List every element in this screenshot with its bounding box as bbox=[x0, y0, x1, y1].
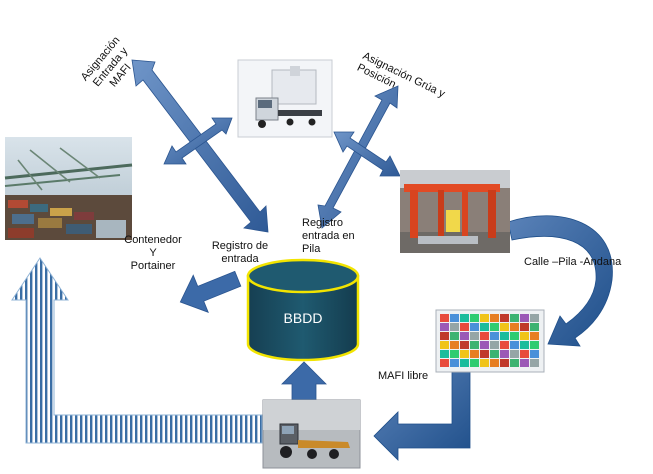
container-cell bbox=[440, 350, 449, 358]
container-cell bbox=[440, 323, 449, 331]
curved-arrow-calle bbox=[507, 215, 613, 347]
container-cell bbox=[460, 350, 469, 358]
container-cell bbox=[530, 314, 539, 322]
container-cell bbox=[520, 359, 529, 367]
container-cell bbox=[490, 341, 499, 349]
container-cell bbox=[470, 359, 479, 367]
container-cell bbox=[490, 350, 499, 358]
container-cell bbox=[450, 323, 459, 331]
container-cell bbox=[460, 332, 469, 340]
double-arrow-entrada bbox=[131, 59, 269, 233]
container-cell bbox=[440, 341, 449, 349]
container-cell bbox=[520, 332, 529, 340]
db-label: BBDD bbox=[283, 310, 323, 326]
label-registro-entrada: Registro de entrada bbox=[211, 240, 269, 265]
container-cell bbox=[450, 314, 459, 322]
container-cell bbox=[460, 323, 469, 331]
container-cell bbox=[440, 359, 449, 367]
container-cell bbox=[460, 314, 469, 322]
container-cell bbox=[520, 314, 529, 322]
container-cell bbox=[490, 314, 499, 322]
container-cell bbox=[500, 350, 509, 358]
container-cell bbox=[530, 350, 539, 358]
arrow-tractor-to-db bbox=[281, 361, 327, 403]
terminal-truck-photo bbox=[237, 59, 333, 138]
container-cell bbox=[470, 350, 479, 358]
mafi-tractor-photo bbox=[262, 399, 361, 469]
container-cell bbox=[480, 314, 489, 322]
container-cell bbox=[490, 359, 499, 367]
container-cell bbox=[510, 350, 519, 358]
container-cell bbox=[530, 341, 539, 349]
container-cell bbox=[440, 332, 449, 340]
container-cell bbox=[510, 359, 519, 367]
double-arrow-grua bbox=[317, 85, 401, 229]
container-stack-grid bbox=[435, 309, 545, 373]
container-cell bbox=[500, 332, 509, 340]
gantry-crane-photo bbox=[400, 170, 510, 253]
container-cell bbox=[520, 341, 529, 349]
container-cell bbox=[450, 359, 459, 367]
container-cell bbox=[510, 341, 519, 349]
container-cell bbox=[460, 341, 469, 349]
container-cell bbox=[510, 332, 519, 340]
container-cell bbox=[500, 341, 509, 349]
container-cell bbox=[460, 359, 469, 367]
container-cell bbox=[470, 314, 479, 322]
container-cell bbox=[520, 323, 529, 331]
container-cell bbox=[500, 314, 509, 322]
container-cell bbox=[480, 359, 489, 367]
database-cylinder bbox=[246, 258, 360, 362]
container-cell bbox=[490, 323, 499, 331]
container-cell bbox=[500, 323, 509, 331]
container-cell bbox=[470, 341, 479, 349]
container-cell bbox=[470, 332, 479, 340]
container-cell bbox=[480, 332, 489, 340]
label-calle-pila-andana: Calle –Pila -Andana bbox=[524, 256, 622, 268]
return-arrow-striped bbox=[11, 257, 263, 444]
label-contenedor-portainer: Contenedor Y Portainer bbox=[124, 234, 182, 272]
arrow-mafi-libre bbox=[373, 371, 471, 461]
container-cell bbox=[480, 350, 489, 358]
arrow-to-contenedor bbox=[179, 270, 242, 313]
container-cell bbox=[450, 350, 459, 358]
container-cell bbox=[490, 332, 499, 340]
container-cell bbox=[530, 332, 539, 340]
container-cell bbox=[530, 323, 539, 331]
container-cell bbox=[450, 341, 459, 349]
container-cell bbox=[470, 323, 479, 331]
container-cell bbox=[450, 332, 459, 340]
container-cell bbox=[480, 341, 489, 349]
container-cell bbox=[520, 350, 529, 358]
container-cell bbox=[440, 314, 449, 322]
container-cell bbox=[500, 359, 509, 367]
container-cell bbox=[530, 359, 539, 367]
container-cell bbox=[510, 323, 519, 331]
container-cell bbox=[480, 323, 489, 331]
label-mafi-libre: MAFI libre bbox=[378, 370, 429, 382]
container-cell bbox=[510, 314, 519, 322]
port-cranes-photo bbox=[4, 137, 133, 240]
label-registro-entrada-pila: Registro entrada en Pila bbox=[302, 217, 355, 255]
